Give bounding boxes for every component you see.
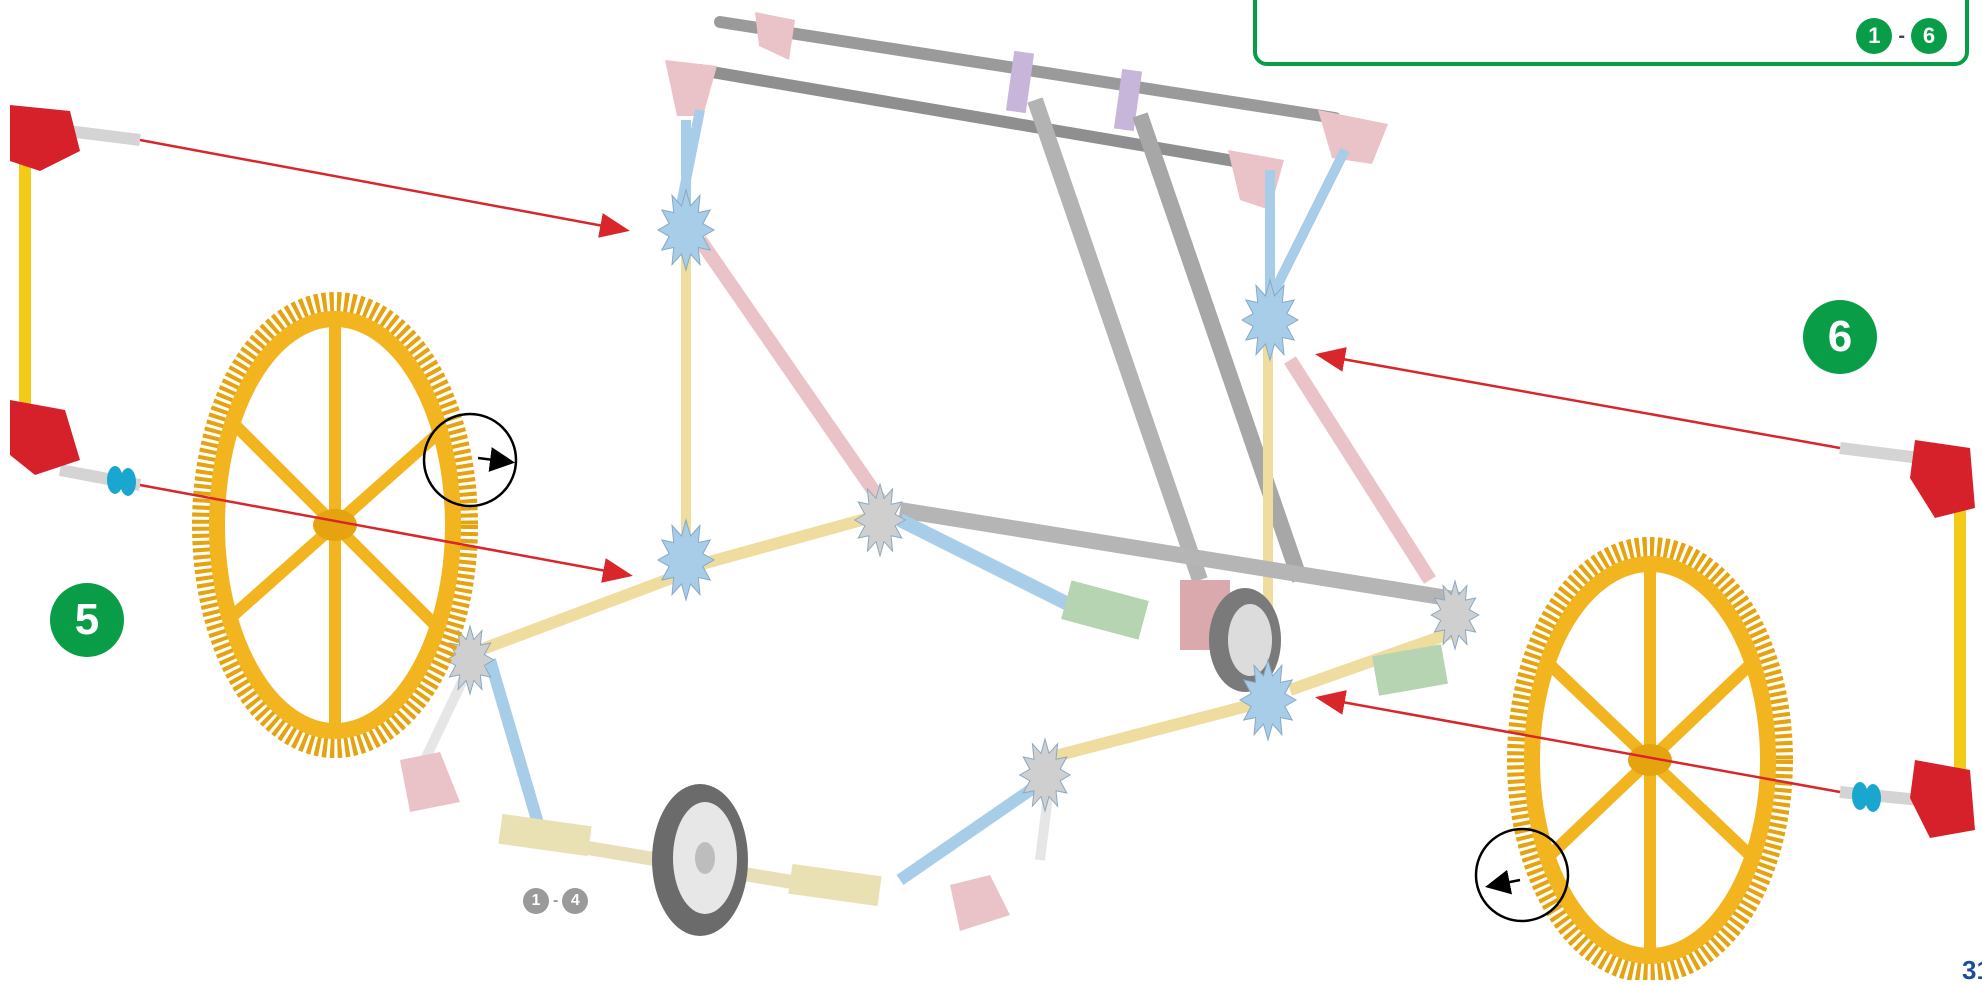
range-separator: -: [1898, 25, 1905, 48]
connector-part: [658, 520, 714, 600]
connector-part: [855, 484, 905, 556]
previous-step-range: 1 - 4: [523, 888, 588, 914]
step-6-badge: 6: [1803, 300, 1877, 374]
left-red-frame: [10, 105, 140, 496]
arrow-icon: [1320, 355, 1840, 448]
arrow-icon: [140, 140, 625, 230]
range-separator: -: [553, 892, 558, 910]
connector-part: [1242, 280, 1298, 360]
reference-box: 1 - 6: [1253, 0, 1969, 66]
range-start-badge: 1: [1856, 18, 1892, 54]
page-number: 31: [1962, 955, 1982, 986]
main-frame: [400, 110, 1460, 931]
right-red-frame: [1840, 440, 1975, 838]
front-small-wheel: [652, 784, 748, 936]
reference-step-range: 1 - 6: [1856, 18, 1947, 54]
right-large-gear: [1520, 550, 1780, 970]
connectors: [446, 190, 1479, 811]
left-large-gear: [205, 305, 465, 745]
range-start-badge: 1: [523, 888, 549, 914]
range-end-badge: 6: [1911, 18, 1947, 54]
range-end-badge: 4: [562, 888, 588, 914]
step-5-badge: 5: [50, 583, 124, 657]
connector-part: [446, 626, 494, 694]
